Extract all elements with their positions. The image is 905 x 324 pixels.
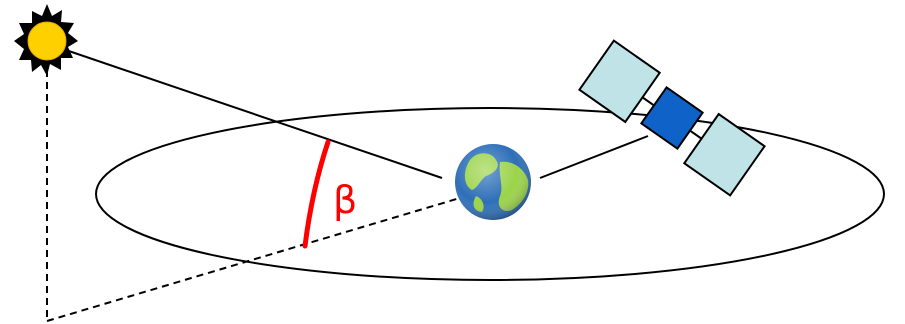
satellite-icon	[578, 39, 766, 197]
satellite-body	[639, 85, 705, 151]
beta-angle-arc	[302, 139, 331, 249]
satellite-right-panel	[682, 112, 766, 197]
projection-to-earth-line	[46, 194, 471, 322]
sun-icon	[14, 4, 78, 76]
sun-to-earth-line	[59, 47, 443, 179]
satellite-left-panel	[578, 39, 662, 124]
orbit-ellipse	[95, 107, 885, 281]
beta-angle-label: β	[333, 178, 357, 222]
earth-icon	[455, 144, 531, 220]
earth-to-satellite-line	[539, 135, 649, 179]
